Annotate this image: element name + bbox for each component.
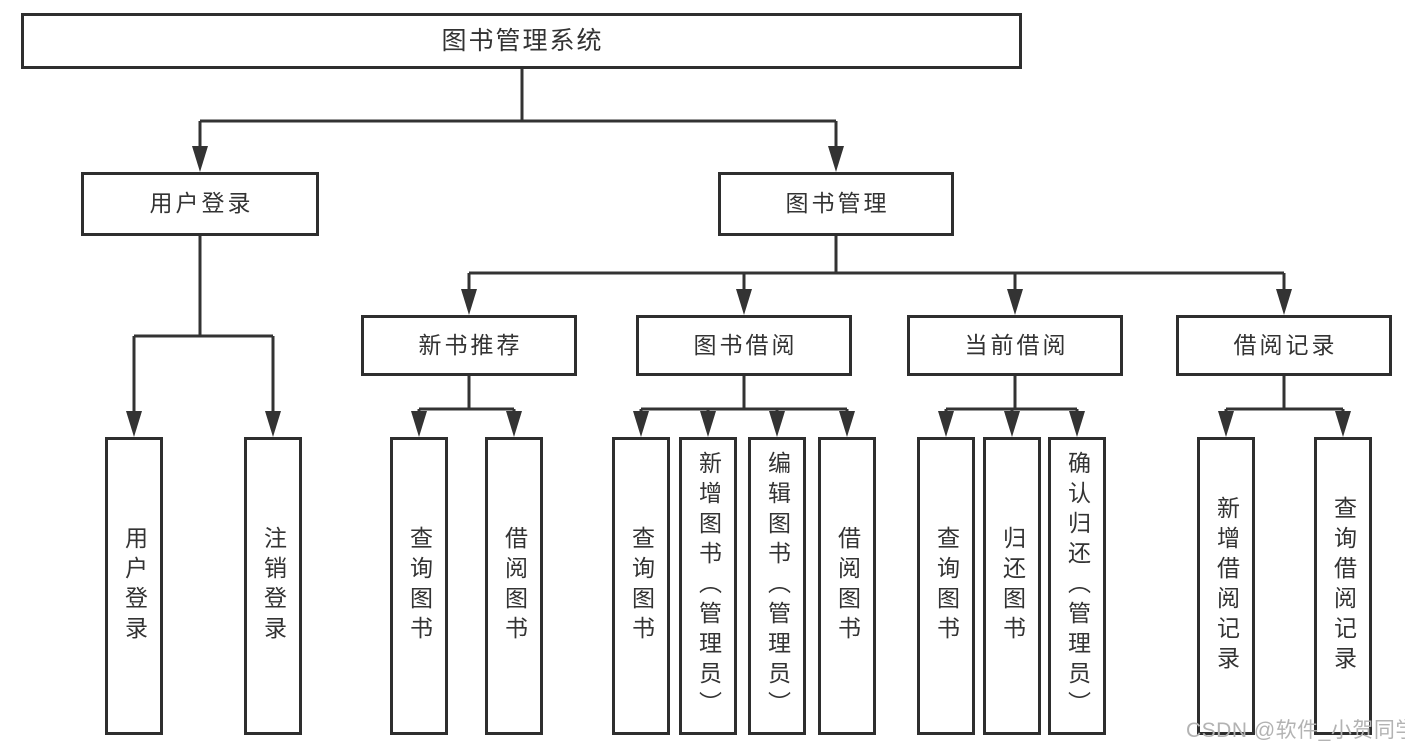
node-label: 查询图书 — [933, 526, 960, 646]
node-label: 图书借阅 — [693, 331, 798, 358]
node-label: 当前借阅 — [964, 331, 1069, 358]
node-borrowing-records: 借阅记录 — [1176, 315, 1392, 376]
node-label: 借阅图书 — [501, 526, 528, 646]
node-label: 用户登录 — [121, 526, 148, 646]
node-label: 借阅记录 — [1233, 331, 1338, 358]
leaf-query-books-recommend: 查询图书 — [390, 437, 448, 735]
node-book-borrowing: 图书借阅 — [636, 315, 852, 376]
node-label: 图书管理系统 — [441, 27, 604, 55]
node-label: 编辑图书（管理员） — [764, 451, 791, 721]
leaf-user-login: 用户登录 — [105, 437, 163, 735]
leaf-borrow-books-recommend: 借阅图书 — [485, 437, 543, 735]
leaf-return-books: 归还图书 — [983, 437, 1041, 735]
node-user-login: 用户登录 — [81, 172, 319, 236]
leaf-edit-books-admin: 编辑图书（管理员） — [748, 437, 806, 735]
node-label: 借阅图书 — [834, 526, 861, 646]
node-label: 查询借阅记录 — [1330, 496, 1357, 676]
node-label: 用户登录 — [149, 190, 254, 217]
node-label: 新增借阅记录 — [1213, 496, 1240, 676]
leaf-query-books-current: 查询图书 — [917, 437, 975, 735]
node-new-book-recommendation: 新书推荐 — [361, 315, 577, 376]
node-label: 查询图书 — [406, 526, 433, 646]
tree-edges — [132, 69, 1345, 413]
leaf-query-borrow-record: 查询借阅记录 — [1314, 437, 1372, 735]
leaf-add-borrow-record: 新增借阅记录 — [1197, 437, 1255, 735]
node-label: 注销登录 — [260, 526, 287, 646]
node-label: 新增图书（管理员） — [695, 451, 722, 721]
node-label: 新书推荐 — [418, 331, 523, 358]
leaf-borrow-books: 借阅图书 — [818, 437, 876, 735]
leaf-add-books-admin: 新增图书（管理员） — [679, 437, 737, 735]
node-label: 确认归还（管理员） — [1064, 451, 1091, 721]
arrowheads — [126, 146, 1351, 437]
node-current-borrowing: 当前借阅 — [907, 315, 1123, 376]
node-label: 图书管理 — [785, 190, 890, 217]
node-book-management: 图书管理 — [718, 172, 954, 236]
node-label: 归还图书 — [999, 526, 1026, 646]
csdn-watermark: CSDN @软件_小贺同学 — [1186, 719, 1405, 742]
leaf-confirm-return-admin: 确认归还（管理员） — [1048, 437, 1106, 735]
node-library-management-system: 图书管理系统 — [21, 13, 1022, 69]
leaf-query-books-borrow: 查询图书 — [612, 437, 670, 735]
node-label: 查询图书 — [628, 526, 655, 646]
leaf-logout-login: 注销登录 — [244, 437, 302, 735]
